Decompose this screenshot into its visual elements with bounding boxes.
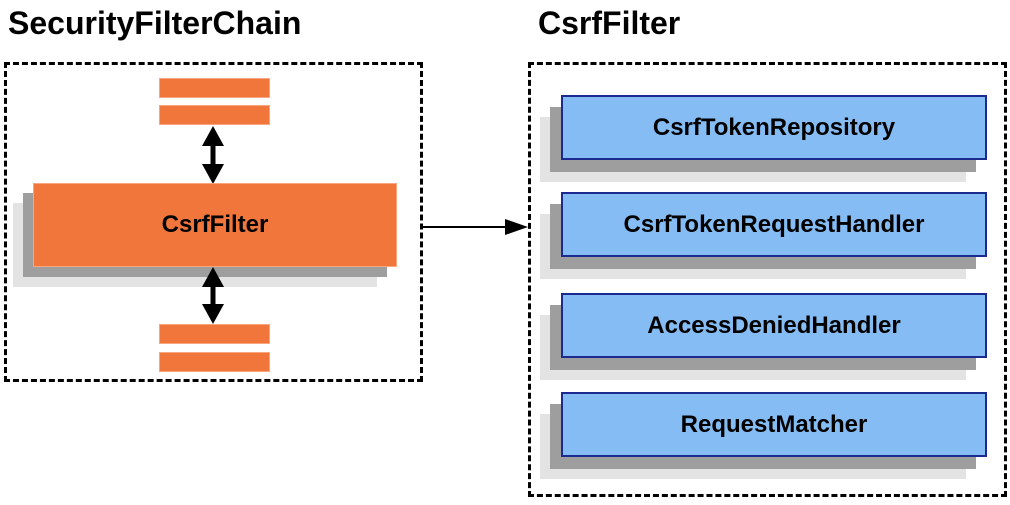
filter-placeholder-bar <box>159 352 270 372</box>
component-box-request-matcher: RequestMatcher <box>561 392 987 457</box>
component-label: RequestMatcher <box>680 410 868 438</box>
component-box-csrf-token-repository: CsrfTokenRepository <box>561 95 987 160</box>
filter-placeholder-bar <box>159 324 270 344</box>
csrf-filter-node-label: CsrfFilter <box>161 211 269 238</box>
csrf-filter-container <box>528 62 1007 497</box>
component-label: CsrfTokenRepository <box>652 113 896 141</box>
up-down-arrow-icon <box>202 126 224 184</box>
right-arrow-connector-icon <box>423 219 528 235</box>
component-label: AccessDeniedHandler <box>647 311 901 339</box>
filter-placeholder-bar <box>159 78 270 98</box>
filter-placeholder-bar <box>159 105 270 125</box>
csrf-filter-title: CsrfFilter <box>538 5 681 41</box>
component-label: CsrfTokenRequestHandler <box>623 210 925 238</box>
csrf-filter-node: CsrfFilter <box>33 183 397 267</box>
security-filter-chain-container <box>4 62 423 382</box>
component-box-access-denied-handler: AccessDeniedHandler <box>561 293 987 358</box>
component-box-csrf-token-request-handler: CsrfTokenRequestHandler <box>561 192 987 257</box>
security-filter-chain-title: SecurityFilterChain <box>8 5 302 41</box>
up-down-arrow-icon <box>202 267 224 324</box>
